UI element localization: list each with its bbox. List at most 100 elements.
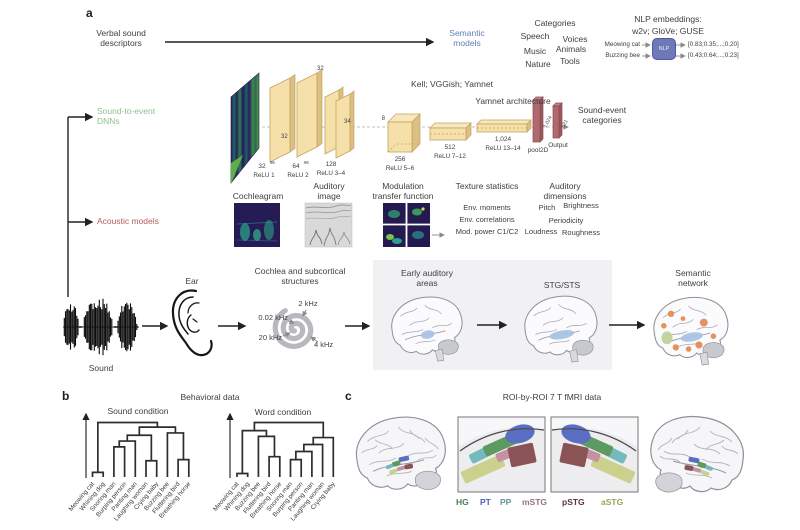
dendrogram-sound-condition: PerceiveddissimilarityMeowing catWhining… (68, 412, 193, 523)
freq-4khz: 4 kHz (314, 340, 334, 349)
conv-layer-3 (324, 86, 355, 159)
sound-condition-title: Sound condition (107, 406, 169, 416)
spectrogram-image (230, 72, 260, 184)
layer6-relu: ReLU 13–14 (485, 145, 521, 152)
verbal-descriptors-label: Verbal sound descriptors (96, 28, 146, 49)
freq-20khz: 20 kHz (258, 333, 282, 342)
layer4-relu: ReLU 5–6 (386, 165, 415, 172)
dim-mid: 34 (344, 119, 351, 125)
yamnet-architecture-label: Yamnet architecture (475, 96, 551, 106)
legend-pp: PP (500, 497, 512, 507)
dimension-pitch: Pitch (538, 203, 556, 212)
layer5-relu: ReLU 7–12 (434, 153, 466, 160)
freq-2khz: 2 kHz (298, 299, 318, 308)
nlp-example-2-label: Buzzing bee (605, 52, 640, 59)
fc-layer-512 (429, 122, 472, 141)
semantic-models-label: Semantic models (449, 28, 485, 49)
category-animals: Animals (555, 44, 587, 54)
category-speech: Speech (520, 31, 550, 41)
category-voices: Voices (562, 34, 588, 44)
dim-slab1: 32 (281, 134, 288, 140)
legend-astg: aSTG (601, 497, 624, 507)
sound-waveform (63, 298, 139, 356)
layer2-size: 64 (292, 163, 300, 170)
left-hemisphere-brain (355, 416, 446, 490)
fc-layer-1024 (476, 119, 532, 133)
auditory-image-label: Auditory image (313, 181, 345, 202)
layer6-size: 1,024 (495, 136, 512, 143)
dim-top: 32 (317, 66, 324, 72)
nlp-example-1-label: Meowing cat (604, 41, 640, 48)
layer1-dim: 96 (270, 160, 275, 165)
conv-layer-2 (296, 68, 323, 158)
dimension-periodicity: Periodicity (548, 216, 584, 225)
sound-label: Sound (88, 363, 114, 373)
roi-inset-left (457, 416, 546, 493)
freq-002khz: 0.02 kHz (258, 313, 288, 322)
dimension-brightness: Brightness (563, 201, 599, 210)
category-tools: Tools (560, 56, 580, 66)
conv-layer-1 (269, 73, 296, 163)
output-label: Output (548, 142, 568, 149)
sound-event-categories-label: Sound-event categories (577, 105, 627, 126)
pool2d-bar (532, 96, 544, 143)
sound-to-event-dnns-label: Sound-to-event DNNs (97, 106, 156, 127)
stg-sts-label: STG/STS (543, 280, 581, 290)
dimension-roughness: Roughness (562, 228, 600, 237)
word-condition-title: Word condition (254, 407, 312, 417)
roi-fmri-title: ROI-by-ROI 7 T fMRI data (502, 392, 602, 402)
layer3-relu: ReLU 3–4 (317, 170, 346, 177)
semantic-network-brain (653, 296, 729, 366)
cochleagram-image (234, 203, 280, 247)
layer2-relu: ReLU 2 (287, 172, 309, 179)
texture-item-3: Mod. power C1/C2 (455, 227, 519, 236)
cochleagram-label: Cochleagram (232, 191, 284, 201)
roi-inset-right (550, 416, 639, 493)
panel-a-label: a (86, 6, 93, 20)
legend-pstg: pSTG (562, 497, 585, 507)
ear-label: Ear (185, 276, 199, 286)
pool-label: pool2D (528, 147, 549, 154)
legend-hg: HG (456, 497, 469, 507)
layer5-size: 512 (445, 144, 456, 151)
dnn-models-list: Kell; VGGish; Yamnet (411, 79, 493, 89)
nlp-box: NLP (652, 38, 676, 60)
category-nature: Nature (525, 59, 551, 69)
legend-mstg: mSTG (522, 497, 548, 507)
layer3-size: 128 (326, 161, 337, 168)
output-size: 521 (560, 119, 569, 129)
categories-title: Categories (534, 18, 576, 28)
texture-statistics-title: Texture statistics (455, 181, 519, 191)
auditory-dimensions-title: Auditory dimensions (543, 181, 587, 202)
auditory-image (304, 202, 353, 248)
layer4-size: 256 (395, 156, 406, 163)
layer1-relu: ReLU 1 (253, 172, 275, 179)
semantic-network-label: Semantic network (675, 268, 711, 289)
acoustic-models-label: Acoustic models (97, 216, 159, 226)
dimension-loudness: Loudness (524, 227, 558, 236)
nlp-example-1-vector: [0.83;0.35;...;0.20] (688, 41, 739, 48)
early-auditory-label: Early auditory areas (401, 268, 453, 289)
layer1-size: 32 (258, 163, 266, 170)
right-hemisphere-brain (650, 415, 744, 493)
nlp-example-2-vector: [0.43;0.64;...;0.23] (688, 52, 739, 59)
dim-cube: 8 (382, 116, 386, 122)
cochlea-label: Cochlea and subcortical structures (254, 266, 346, 287)
stg-sts-brain (524, 295, 598, 363)
texture-item-1: Env. moments (463, 203, 511, 212)
legend-pt: PT (480, 497, 491, 507)
panel-c-label: c (345, 389, 352, 403)
early-auditory-brain (391, 296, 463, 362)
layer2-dim: 96 (304, 160, 309, 165)
nlp-title: NLP embeddings: (634, 14, 702, 24)
cochlea-spiral (272, 308, 319, 350)
pool-size: 1,024 (542, 115, 553, 129)
output-bar (552, 102, 563, 139)
texture-item-2: Env. correlations (459, 215, 515, 224)
behavioral-data-title: Behavioral data (180, 392, 240, 402)
ear-drawing (171, 289, 213, 357)
conv-layer-4-cube (387, 113, 421, 153)
panel-b-label: b (62, 389, 70, 403)
